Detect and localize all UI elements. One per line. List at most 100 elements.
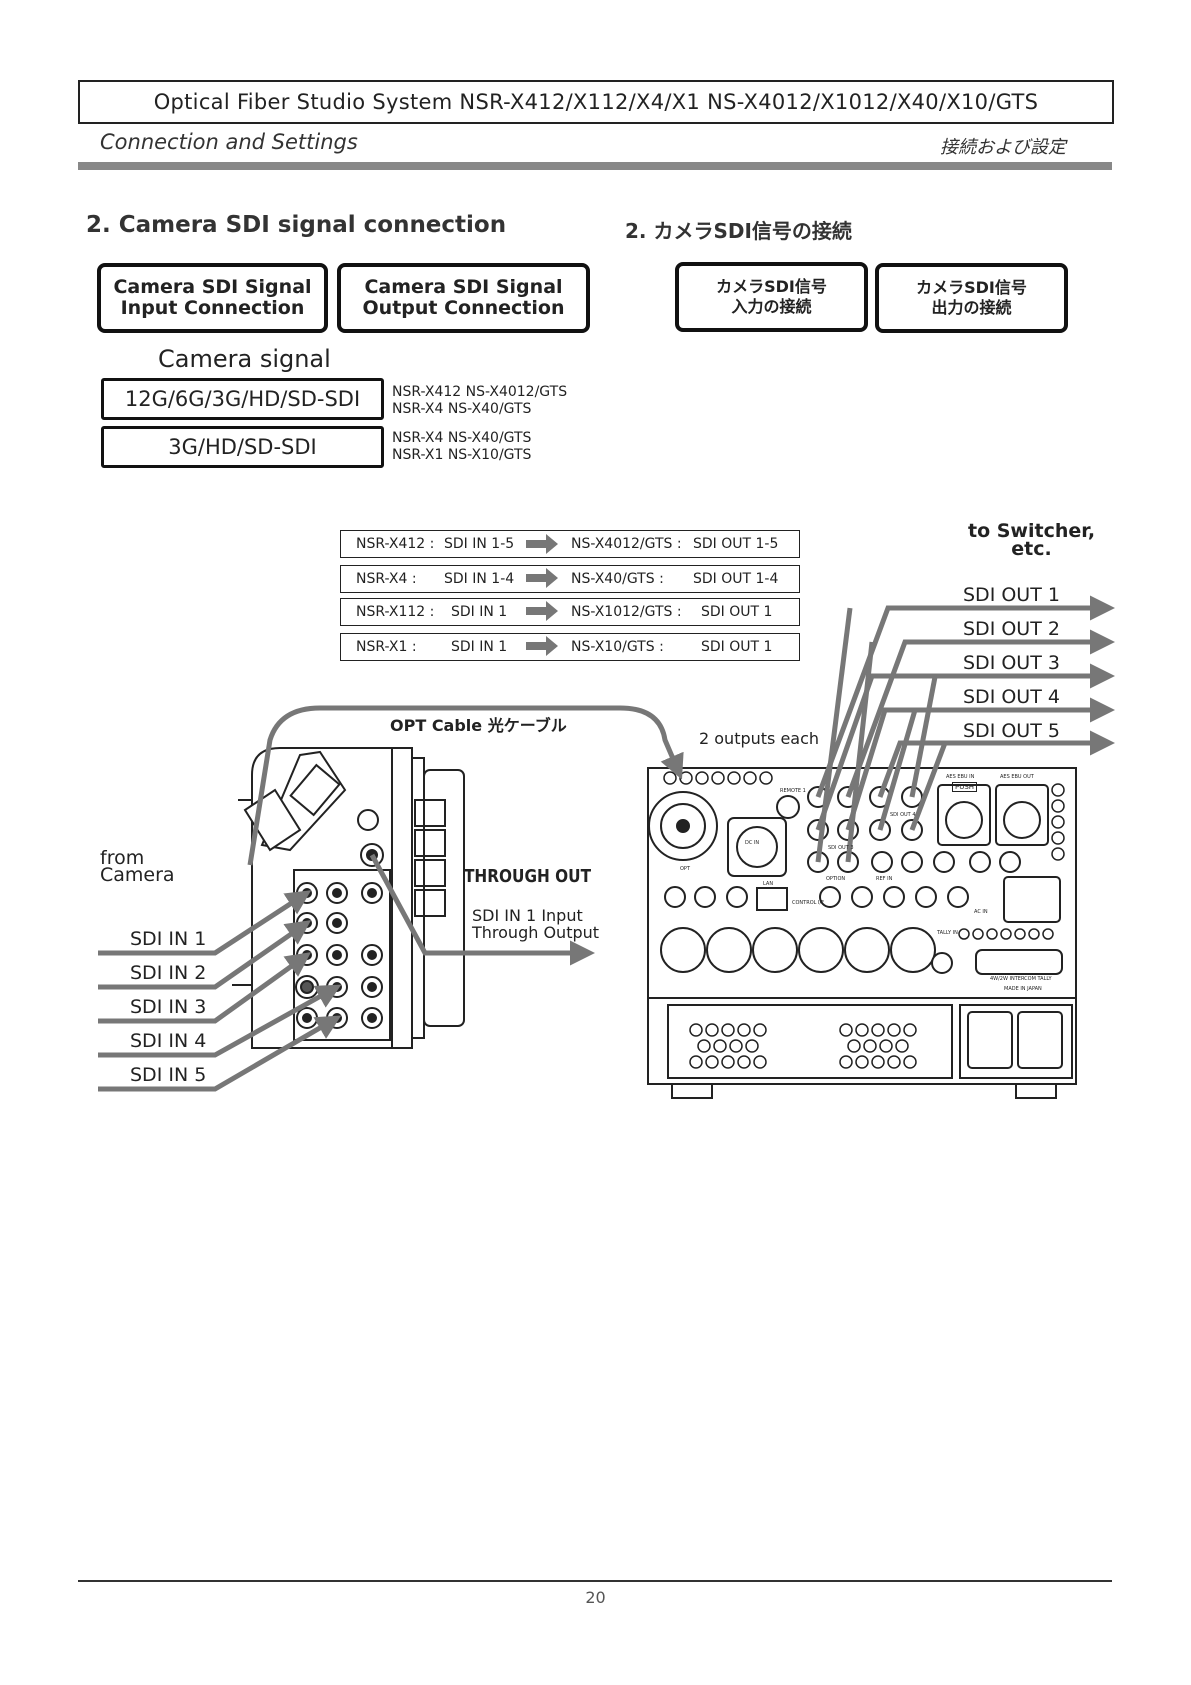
source-model: NSR-X4 : — [356, 571, 417, 587]
mapping-row: NSR-X412 : SDI IN 1-5 NS-X4012/GTS : SDI… — [340, 530, 800, 558]
document-title: Optical Fiber Studio System NSR-X412/X11… — [153, 90, 1039, 114]
to-switcher-label: to Switcher, etc. — [968, 520, 1096, 559]
destination-model: NS-X40/GTS : — [571, 571, 664, 587]
two-outputs-label: 2 outputs each — [699, 729, 820, 748]
jp-output-connection-button[interactable]: カメラSDI信号出力の接続 — [875, 263, 1068, 333]
mapping-arrows — [526, 534, 558, 656]
through-out-line — [369, 853, 595, 966]
panel-label-tally: TALLY IN — [937, 930, 958, 936]
panel-label-made-in: MADE IN JAPAN — [1004, 986, 1042, 992]
mapping-row: NSR-X4 : SDI IN 1-4 NS-X40/GTS : SDI OUT… — [340, 565, 800, 593]
destination-port: SDI OUT 1-5 — [693, 536, 779, 552]
panel-label-aes-out: AES EBU OUT — [1000, 774, 1034, 780]
camera-signal-heading: Camera signal — [158, 345, 331, 373]
model-line: NSR-X4 NS-X40/GTS — [392, 430, 532, 446]
button-label-line1: Camera SDI Signal — [113, 276, 312, 298]
camera-unit — [232, 747, 465, 1049]
label-line: Through Output — [472, 923, 600, 942]
panel-label-dc-in: DC IN — [745, 840, 760, 846]
panel-label-remote1: REMOTE 1 — [780, 788, 806, 794]
footer-divider — [78, 1580, 1112, 1582]
through-out-note: SDI IN 1 Input Through Output — [472, 907, 599, 941]
model-line: NSR-X1 NS-X10/GTS — [392, 447, 532, 463]
sdi-in-5-label: SDI IN 5 — [130, 1064, 207, 1086]
panel-label-ref-in: REF IN — [876, 876, 893, 882]
signal-type-label: 12G/6G/3G/HD/SD-SDI — [124, 387, 361, 411]
right-arrow-icon — [526, 568, 558, 588]
jp-input-connection-button[interactable]: カメラSDI信号入力の接続 — [675, 262, 868, 332]
destination-model: NS-X10/GTS : — [571, 639, 664, 655]
panel-label-lan: LAN — [763, 881, 774, 887]
sdi-in-1-label: SDI IN 1 — [130, 928, 207, 950]
page-number: 20 — [585, 1588, 606, 1607]
panel-label-sdi-out4: SDI OUT 4 — [890, 812, 916, 818]
sdi-out-3-label: SDI OUT 3 — [963, 652, 1060, 674]
source-model: NSR-X1 : — [356, 639, 417, 655]
panel-label-control: CONTROL I/F — [792, 900, 825, 906]
source-model: NSR-X412 : — [356, 536, 435, 552]
signal-type-3g-models: NSR-X4 NS-X40/GTS NSR-X1 NS-X10/GTS — [392, 430, 531, 464]
button-label-line1: カメラSDI信号 — [716, 277, 827, 296]
right-arrow-icon — [526, 534, 558, 554]
sdi-out-2-label: SDI OUT 2 — [963, 618, 1060, 640]
header-divider — [78, 162, 1112, 170]
through-out-label: THROUGH OUT — [464, 866, 592, 887]
button-label-line1: カメラSDI信号 — [916, 278, 1027, 297]
button-label-line2: 入力の接続 — [731, 297, 812, 316]
signal-type-12g-models: NSR-X412 NS-X4012/GTS NSR-X4 NS-X40/GTS — [392, 384, 567, 418]
sdi-out-4-label: SDI OUT 4 — [963, 686, 1060, 708]
label-line: Camera — [100, 864, 175, 886]
remote-connector-icon — [357, 809, 379, 831]
panel-label-opt: OPT — [680, 866, 691, 872]
label-line: to Switcher, — [968, 520, 1096, 542]
source-model: NSR-X112 : — [356, 604, 435, 620]
mapping-row: NSR-X1 : SDI IN 1 NS-X10/GTS : SDI OUT 1 — [340, 633, 800, 661]
sdi-in-4-label: SDI IN 4 — [130, 1030, 207, 1052]
sdi-out-1-label: SDI OUT 1 — [963, 584, 1060, 606]
panel-label-ac-in: AC IN — [974, 909, 988, 915]
signal-type-3g-box: 3G/HD/SD-SDI — [101, 426, 384, 468]
base-station-bnc-connectors — [664, 786, 1021, 974]
right-arrow-icon — [526, 636, 558, 656]
panel-label-option: OPTION — [826, 876, 846, 882]
from-camera-label: from Camera — [100, 849, 175, 886]
panel-label-sdi-out3: SDI OUT 3 — [828, 845, 854, 851]
sdi-in-lines — [98, 890, 342, 1092]
panel-label-aes-in: AES EBU IN — [946, 774, 975, 780]
button-label-line2: 出力の接続 — [931, 298, 1012, 317]
model-line: NSR-X4 NS-X40/GTS — [392, 401, 532, 417]
destination-port: SDI OUT 1 — [701, 604, 773, 620]
source-port: SDI IN 1 — [451, 639, 508, 655]
sdi-in-2-label: SDI IN 2 — [130, 962, 207, 984]
panel-label-push: PUSH — [952, 782, 978, 792]
button-label-line1: Camera SDI Signal — [364, 276, 563, 298]
source-port: SDI IN 1 — [451, 604, 508, 620]
panel-label-intercom-tally: 4W/2W INTERCOM TALLY — [990, 976, 1052, 982]
section-subtitle: Connection and Settings — [100, 130, 358, 154]
vent-holes — [663, 771, 1065, 1069]
signal-type-label: 3G/HD/SD-SDI — [168, 435, 317, 459]
opt-cable-label: OPT Cable 光ケーブル — [390, 716, 567, 735]
source-port: SDI IN 1-4 — [444, 571, 515, 587]
sdi-in-3-label: SDI IN 3 — [130, 996, 207, 1018]
source-port: SDI IN 1-5 — [444, 536, 515, 552]
section-title-jp: 2. カメラSDI信号の接続 — [625, 219, 852, 243]
mapping-row: NSR-X112 : SDI IN 1 NS-X1012/GTS : SDI O… — [340, 598, 800, 626]
section-subtitle-jp: 接続および設定 — [940, 137, 1066, 158]
label-line: SDI IN 1 Input — [472, 906, 583, 925]
sdi-out-arrows — [815, 595, 1115, 863]
destination-port: SDI OUT 1 — [701, 639, 773, 655]
button-label-line2: Input Connection — [120, 297, 305, 319]
destination-port: SDI OUT 1-4 — [693, 571, 779, 587]
destination-model: NS-X1012/GTS : — [571, 604, 682, 620]
right-arrow-icon — [526, 601, 558, 621]
destination-model: NS-X4012/GTS : — [571, 536, 682, 552]
sdi-out-5-label: SDI OUT 5 — [963, 720, 1060, 742]
model-line: NSR-X412 NS-X4012/GTS — [392, 384, 568, 400]
base-station-unit — [647, 767, 1077, 1099]
section-title-en: 2. Camera SDI signal connection — [86, 212, 507, 238]
opt-cable-line — [247, 705, 684, 866]
